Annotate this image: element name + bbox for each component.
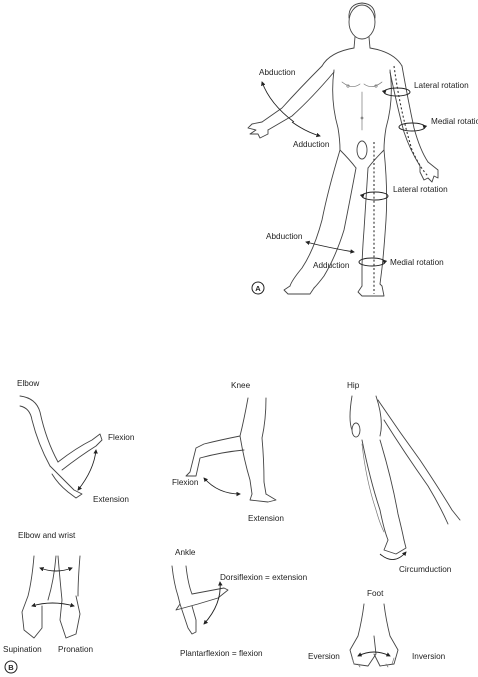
label-medial-rotation-leg: Medial rotation — [390, 258, 444, 267]
elbow-extension-label: Extension — [93, 495, 129, 504]
leg-abduction-adduction-arrow — [305, 240, 355, 254]
ankle-title: Ankle — [175, 548, 196, 557]
inversion-label: Inversion — [412, 652, 446, 661]
svg-text:B: B — [8, 663, 14, 672]
label-abduction-arm: Abduction — [259, 68, 296, 77]
supination-label: Supination — [3, 645, 42, 654]
label-medial-rotation-arm: Medial rotation — [431, 117, 478, 126]
leg-medial-rotation-ring — [358, 257, 386, 267]
arm-adduction-arrow — [291, 121, 321, 138]
hip-diagram: Hip Circumduction — [347, 381, 461, 574]
pronation-label: Pronation — [58, 645, 93, 654]
hip-circumduction-arrow — [379, 551, 407, 560]
label-adduction-arm: Adduction — [293, 140, 330, 149]
elbow-flexion-label: Flexion — [108, 433, 135, 442]
elbow-wrist-diagram: Elbow and wrist Supination Pronation — [3, 531, 93, 654]
standing-body-figure — [247, 2, 439, 297]
panel-a: Abduction Adduction Lateral rotation Med… — [247, 2, 478, 297]
elbow-wrist-title: Elbow and wrist — [18, 531, 76, 540]
knee-flexion-label: Flexion — [172, 478, 199, 487]
elbow-diagram: Elbow Flexion Extension — [17, 379, 135, 504]
label-abduction-leg: Abduction — [266, 232, 303, 241]
knee-diagram: Knee Flexion Extension — [172, 381, 284, 523]
foot-title: Foot — [367, 589, 384, 598]
label-lateral-rotation-leg: Lateral rotation — [393, 185, 448, 194]
hip-title: Hip — [347, 381, 360, 390]
knee-title: Knee — [231, 381, 251, 390]
hip-circumduction-label: Circumduction — [399, 565, 452, 574]
ankle-diagram: Ankle Dorsiflexion = extension Plantarfl… — [171, 548, 308, 658]
eversion-label: Eversion — [308, 652, 340, 661]
ankle-flexion-arrow — [203, 581, 223, 625]
plantarflexion-label: Plantarflexion = flexion — [180, 649, 263, 658]
knee-extension-label: Extension — [248, 514, 284, 523]
elbow-wrist-lower-arrow — [31, 602, 75, 608]
elbow-title: Elbow — [17, 379, 39, 388]
label-lateral-rotation-arm: Lateral rotation — [414, 81, 469, 90]
knee-flexion-extension-arrow — [203, 477, 241, 497]
panel-b: Elbow Flexion Extension Knee Flexion Ext… — [3, 379, 461, 674]
foot-diagram: Foot Eversion Inversion — [308, 589, 446, 668]
arm-abduction-arrow — [261, 81, 295, 123]
panel-a-badge: A — [251, 281, 265, 295]
svg-text:A: A — [255, 284, 261, 293]
elbow-wrist-upper-arrow — [39, 567, 73, 572]
arm-lateral-rotation-ring — [383, 87, 411, 97]
foot-eversion-inversion-arrow — [357, 651, 391, 657]
elbow-flexion-extension-arrow — [77, 449, 98, 491]
panel-b-badge: B — [4, 660, 18, 674]
dorsiflexion-label: Dorsiflexion = extension — [220, 573, 308, 582]
label-adduction-leg: Adduction — [313, 261, 350, 270]
